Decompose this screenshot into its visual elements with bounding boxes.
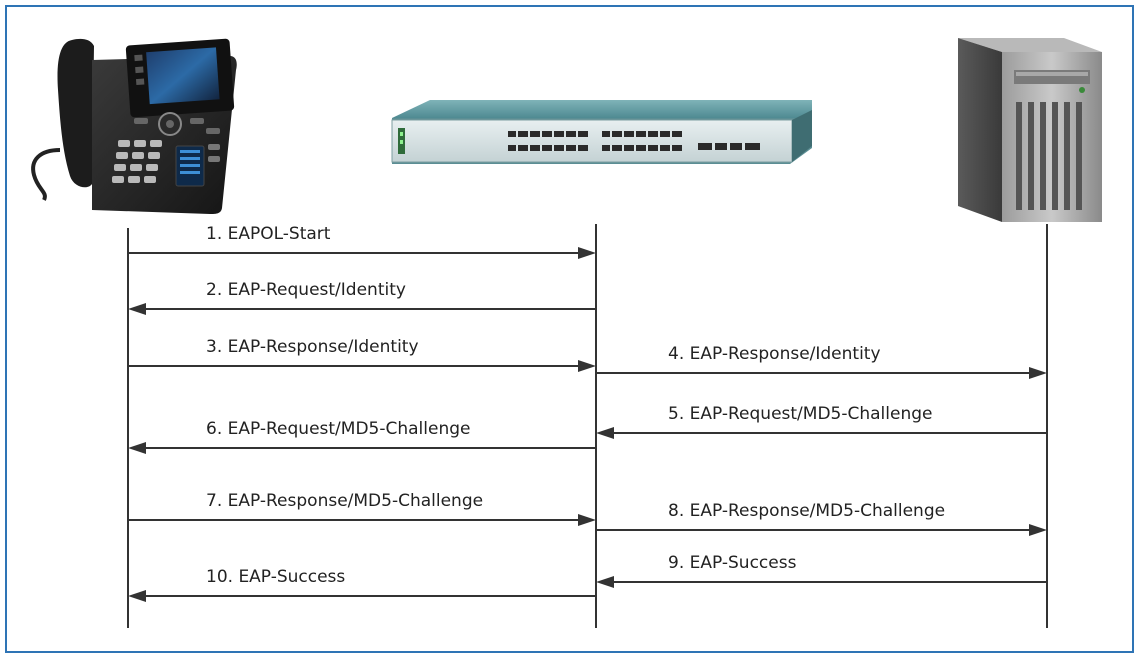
network-switch-icon — [391, 100, 812, 164]
arrowhead-icon — [1029, 367, 1047, 379]
messages-layer: 1. EAPOL-Start 2. EAP-Request/Identity 3. … — [128, 224, 1047, 602]
message-label: 1. EAPOL-Start — [206, 224, 331, 244]
message-1: 1. EAPOL-Start — [128, 224, 596, 259]
arrowhead-icon — [596, 576, 614, 588]
arrowhead-icon — [578, 360, 596, 372]
message-label: 9. EAP-Success — [668, 553, 797, 573]
message-2: 2. EAP-Request/Identity — [128, 280, 596, 315]
arrowhead-icon — [128, 303, 146, 315]
message-7: 7. EAP-Response/MD5-Challenge — [128, 491, 596, 526]
arrowhead-icon — [596, 427, 614, 439]
message-4: 4. EAP-Response/Identity — [596, 344, 1047, 379]
arrowhead-icon — [578, 247, 596, 259]
message-label: 3. EAP-Response/Identity — [206, 337, 419, 357]
message-label: 7. EAP-Response/MD5-Challenge — [206, 491, 483, 511]
arrowhead-icon — [128, 590, 146, 602]
message-label: 2. EAP-Request/Identity — [206, 280, 406, 300]
arrowhead-icon — [1029, 524, 1047, 536]
server-tower-icon — [958, 38, 1102, 222]
ip-phone-icon — [31, 38, 237, 214]
message-label: 6. EAP-Request/MD5-Challenge — [206, 419, 471, 439]
message-10: 10. EAP-Success — [128, 567, 596, 602]
arrowhead-icon — [578, 514, 596, 526]
message-8: 8. EAP-Response/MD5-Challenge — [596, 501, 1047, 536]
message-5: 5. EAP-Request/MD5-Challenge — [596, 404, 1047, 439]
message-label: 4. EAP-Response/Identity — [668, 344, 881, 364]
message-label: 5. EAP-Request/MD5-Challenge — [668, 404, 933, 424]
message-3: 3. EAP-Response/Identity — [128, 337, 596, 372]
message-9: 9. EAP-Success — [596, 553, 1047, 588]
message-label: 10. EAP-Success — [206, 567, 345, 587]
message-label: 8. EAP-Response/MD5-Challenge — [668, 501, 945, 521]
arrowhead-icon — [128, 442, 146, 454]
message-6: 6. EAP-Request/MD5-Challenge — [128, 419, 596, 454]
